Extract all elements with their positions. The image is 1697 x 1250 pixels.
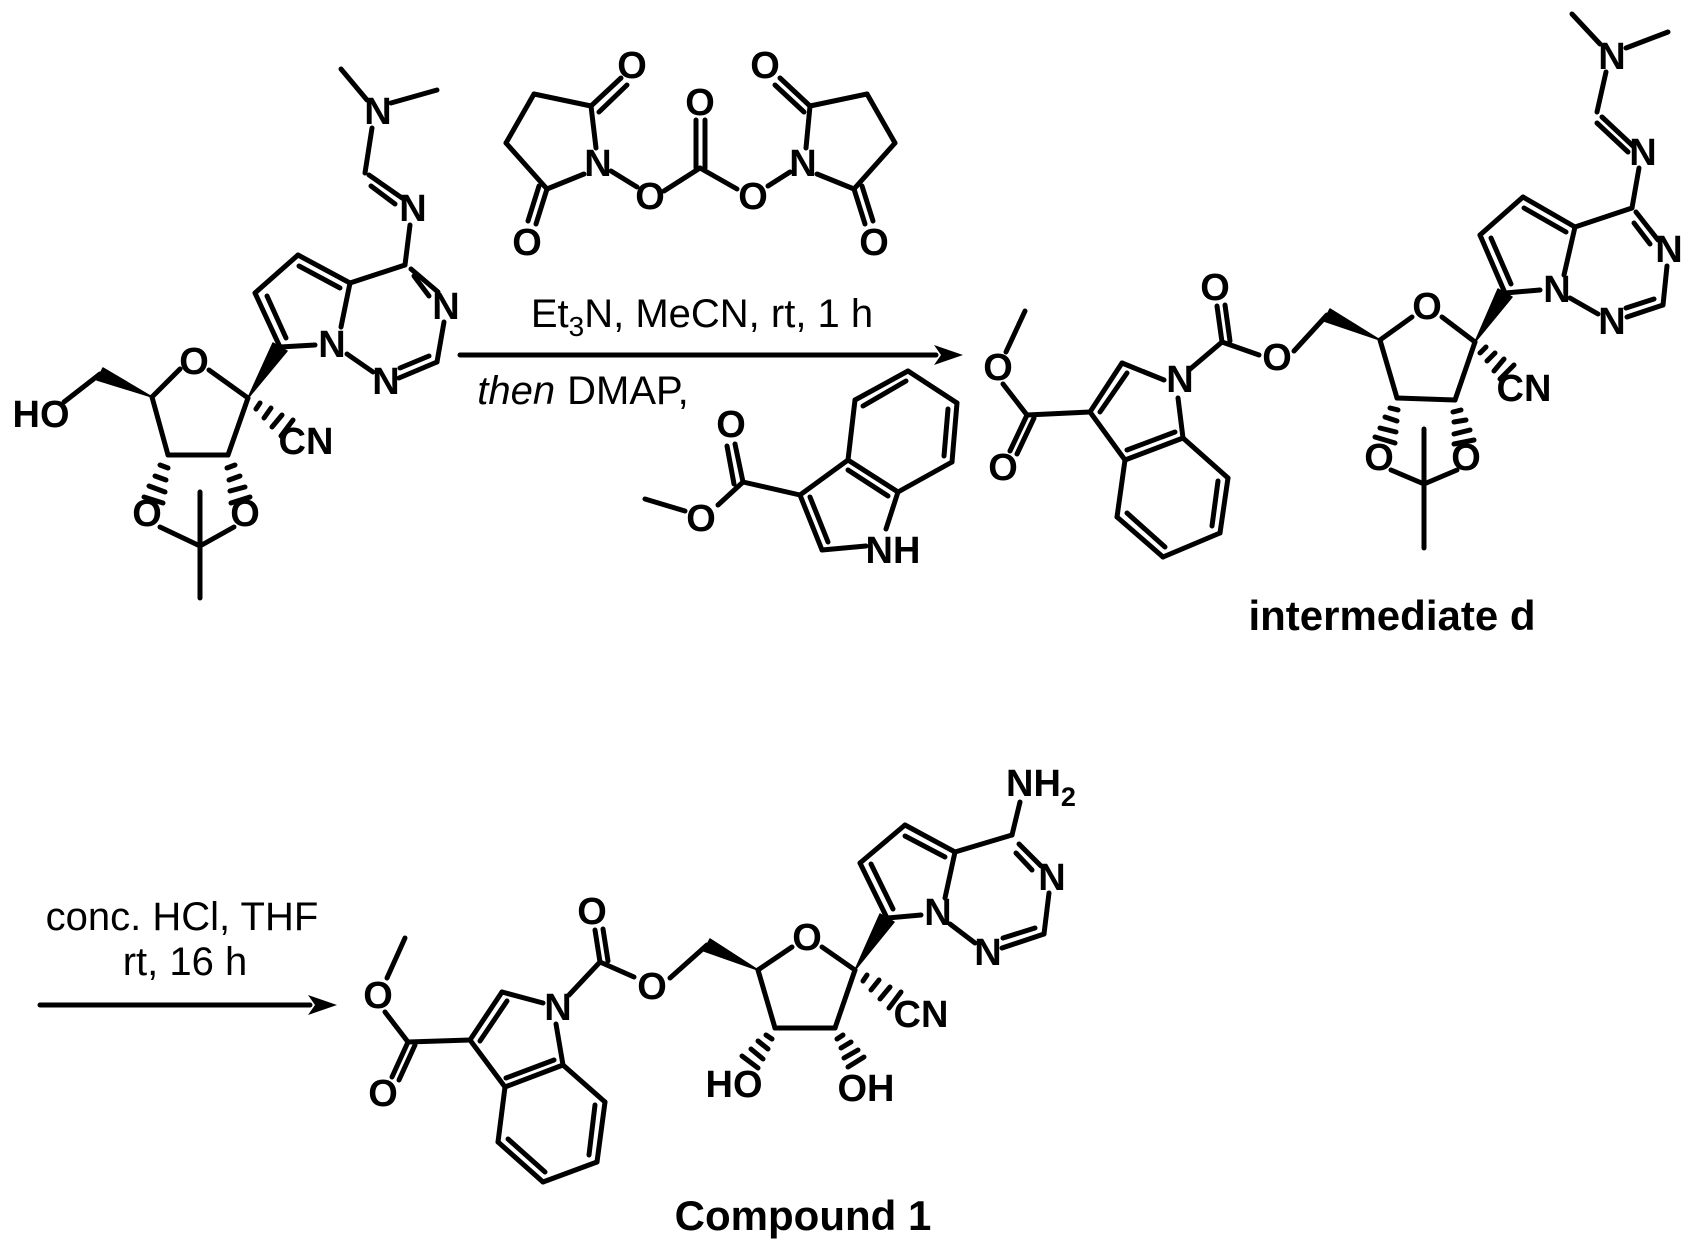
step2-conditions-line1: conc. HCl, THF: [46, 895, 319, 939]
atom-label-triazine-n1: N: [974, 932, 1001, 974]
structure-intermediate-d: O O N O O O CN O O N N N N N intermediat…: [983, 11, 1683, 639]
atom-label-carbonyl-o: O: [988, 447, 1018, 489]
atom-label-ester-o: O: [983, 347, 1013, 389]
atom-label-cn: CN: [894, 994, 949, 1036]
atom-label-ester-o: O: [363, 975, 393, 1017]
skeleton-bonds: [503, 75, 898, 227]
atom-label-dimethylamino-n: N: [1598, 36, 1625, 78]
atom-label-imine-n: N: [399, 188, 426, 230]
atom-label-ring-o: O: [179, 341, 209, 383]
atom-label-dioxolane-o-left: O: [1364, 437, 1394, 479]
structure-compound-1: O O N O O O CN OH HO N N N NH2 Compound …: [363, 763, 1076, 1239]
atom-label-nh: NH: [866, 530, 921, 572]
skeleton-bonds: [642, 368, 960, 553]
atom-label-left-bridge-o: O: [635, 176, 665, 218]
atom-label-dioxolane-o-right: O: [1451, 437, 1481, 479]
atom-label-triazine-n3: N: [432, 286, 459, 328]
structure-dsc-reagent: N N O O O O O O O: [503, 45, 898, 264]
atom-label-right-bridge-o: O: [738, 176, 768, 218]
atom-label-triazine-n3: N: [1038, 857, 1065, 899]
atom-label-left-n: N: [584, 143, 611, 185]
atom-label-ester-o: O: [686, 498, 716, 540]
structure-starting-material: HO O CN O O N N N N N: [13, 66, 460, 601]
atom-label-pyrrole-n: N: [1543, 269, 1570, 311]
atom-label-left-bottom-o: O: [512, 222, 542, 264]
atom-label-imine-n: N: [1629, 132, 1656, 174]
atom-label-cn: CN: [1497, 368, 1552, 410]
atom-label-nh2: NH2: [1006, 763, 1076, 812]
atom-label-pyrrole-n: N: [924, 892, 951, 934]
atom-label-triazine-n3: N: [1655, 229, 1682, 271]
atom-labels: O O N O O O CN O O N N N N N: [983, 36, 1683, 489]
atom-label-dioxolane-o-left: O: [132, 493, 162, 535]
atom-label-dimethylamino-n: N: [364, 91, 391, 133]
atom-label-carbonyl-o: O: [716, 404, 746, 446]
atom-label-right-n: N: [789, 143, 816, 185]
atom-label-indole-n: N: [1166, 359, 1193, 401]
intermediate-d-label: intermediate d: [1248, 592, 1535, 639]
step2-conditions-line2: rt, 16 h: [123, 940, 248, 984]
atom-labels: O O NH: [686, 404, 920, 572]
skeleton-bonds: [1000, 11, 1671, 560]
step2-conditions: conc. HCl, THF rt, 16 h: [46, 895, 319, 984]
reaction-arrow-1: [457, 345, 963, 365]
structure-methyl-indole-carboxylate: O O NH: [642, 368, 960, 572]
atom-label-carbonate-o: O: [685, 82, 715, 124]
atom-label-left-top-o: O: [617, 45, 647, 87]
arrowhead-icon: [934, 345, 963, 365]
atom-label-linker-o: O: [637, 966, 667, 1008]
arrowhead-icon: [308, 995, 337, 1015]
atom-labels: HO O CN O O N N N N N: [13, 91, 460, 535]
skeleton-bonds: [382, 799, 1052, 1185]
atom-label-indole-n: N: [544, 987, 571, 1029]
compound-1-label: Compound 1: [675, 1192, 932, 1239]
atom-label-cn: CN: [279, 421, 334, 463]
atom-label-right-bottom-o: O: [859, 222, 889, 264]
atom-label-linker-o: O: [1262, 337, 1292, 379]
atom-label-ring-o: O: [1412, 286, 1442, 328]
atom-labels: N N O O O O O O O: [512, 45, 889, 264]
atom-label-carbamate-o: O: [577, 891, 607, 933]
atom-label-triazine-n1: N: [1598, 301, 1625, 343]
atom-label-carbamate-o: O: [1200, 267, 1230, 309]
step1-conditions-line1: Et3N, MeCN, rt, 1 h: [531, 292, 873, 342]
atom-label-oh: OH: [838, 1068, 895, 1110]
atom-label-ho: HO: [13, 394, 70, 436]
atom-label-pyrrole-n: N: [318, 324, 345, 366]
atom-labels: O O N O O O CN OH HO N N N NH2: [363, 763, 1076, 1115]
atom-label-dioxolane-o-right: O: [230, 493, 260, 535]
atom-label-triazine-n1: N: [372, 361, 399, 403]
atom-label-carbonyl-o: O: [368, 1073, 398, 1115]
atom-label-ring-o: O: [792, 917, 822, 959]
skeleton-bonds: [61, 66, 447, 601]
atom-label-right-top-o: O: [750, 45, 780, 87]
reaction-arrow-2: [37, 995, 337, 1015]
atom-label-ho: HO: [706, 1064, 763, 1106]
